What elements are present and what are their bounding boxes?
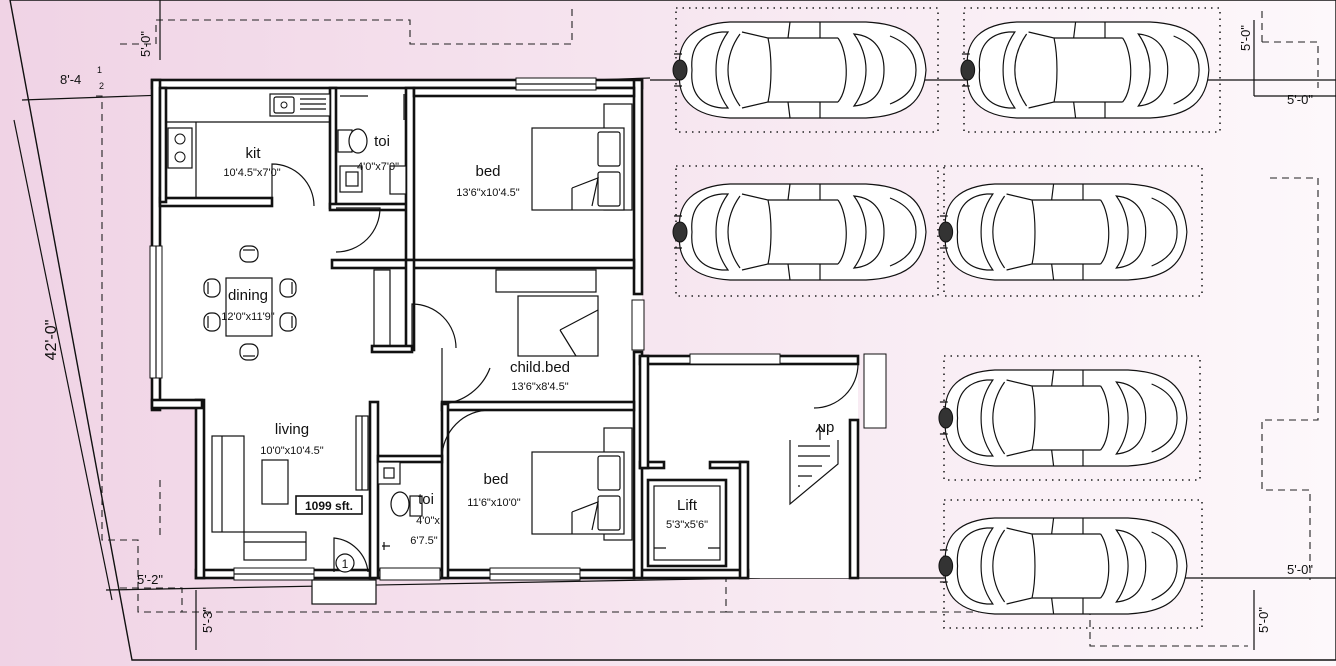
stair-and-lift (311, 424, 839, 605)
bed-bottom-furniture (531, 427, 633, 541)
setback-lines (96, 8, 1319, 647)
room-size-toi-bottom-1: 4'0"x (416, 515, 440, 527)
car-icon (672, 21, 927, 119)
car-icon (672, 183, 927, 281)
dim-top-left: 5'-0" (138, 31, 153, 57)
room-size-living: 10'0"x10'4.5" (260, 445, 323, 457)
area-badge-box (295, 495, 363, 515)
room-name-child-bed: child.bed (510, 359, 570, 376)
dim-top-right: 5'-0" (1287, 92, 1313, 107)
dim-diag-left-a: 8'-4 (60, 72, 81, 87)
room-name-living: living (275, 421, 309, 438)
room-name-kit: kit (246, 145, 262, 162)
plot-boundary (9, 0, 1336, 661)
room-size-lift: 5'3"x5'6" (666, 519, 708, 531)
dim-bottom-right: 5'-0" (1287, 562, 1313, 577)
unit-marker-circle (335, 553, 355, 573)
dim-bottom-left-vertical: 5'-3" (200, 607, 215, 633)
dining-furniture (203, 245, 297, 361)
kitchen-fixtures (166, 93, 331, 198)
unit-marker: 1 (342, 557, 349, 571)
car-icon (960, 21, 1210, 119)
toilet-fixtures-bottom (377, 461, 423, 550)
room-name-toi-bottom: toi (418, 491, 434, 508)
room-size-child-bed: 13'6"x8'4.5" (511, 381, 568, 393)
child-bed-furniture (373, 269, 599, 357)
dim-right-top: 5'-0" (1238, 25, 1253, 51)
door-swings (271, 94, 859, 573)
dim-left-side: 42'-0" (43, 320, 60, 361)
room-size-bed-bottom: 11'6"x10'0" (467, 497, 520, 509)
room-size-toi-top: 4'0"x7'0" (357, 161, 399, 173)
windows (149, 77, 887, 581)
room-name-dining: dining (228, 287, 268, 304)
car-icon (938, 183, 1188, 281)
area-badge: 1099 sft. (305, 499, 353, 513)
dim-diag-left-b: 1 (97, 65, 102, 75)
room-size-kit: 10'4.5"x7'0" (223, 167, 280, 179)
dim-diag-left-c: 2 (99, 81, 104, 91)
room-name-bed-top: bed (475, 163, 500, 180)
living-furniture (211, 415, 369, 561)
building-walls (150, 78, 860, 580)
room-size-toi-bottom-2: 6'7.5" (410, 535, 438, 547)
car-icon (938, 517, 1188, 615)
dim-right-bottom: 5'-0" (1256, 607, 1271, 633)
stair-label: up (818, 419, 835, 436)
room-size-dining: 12'0"x11'9" (221, 311, 274, 323)
bed-top-furniture (531, 103, 633, 211)
room-name-lift: Lift (677, 497, 698, 514)
room-size-bed-top: 13'6"x10'4.5" (456, 187, 519, 199)
car-icon (938, 369, 1188, 467)
room-name-toi-top: toi (374, 133, 390, 150)
room-name-bed-bottom: bed (483, 471, 508, 488)
toilet-fixtures-top (337, 128, 407, 195)
dim-bottom-left: 5'-2" (137, 572, 163, 587)
